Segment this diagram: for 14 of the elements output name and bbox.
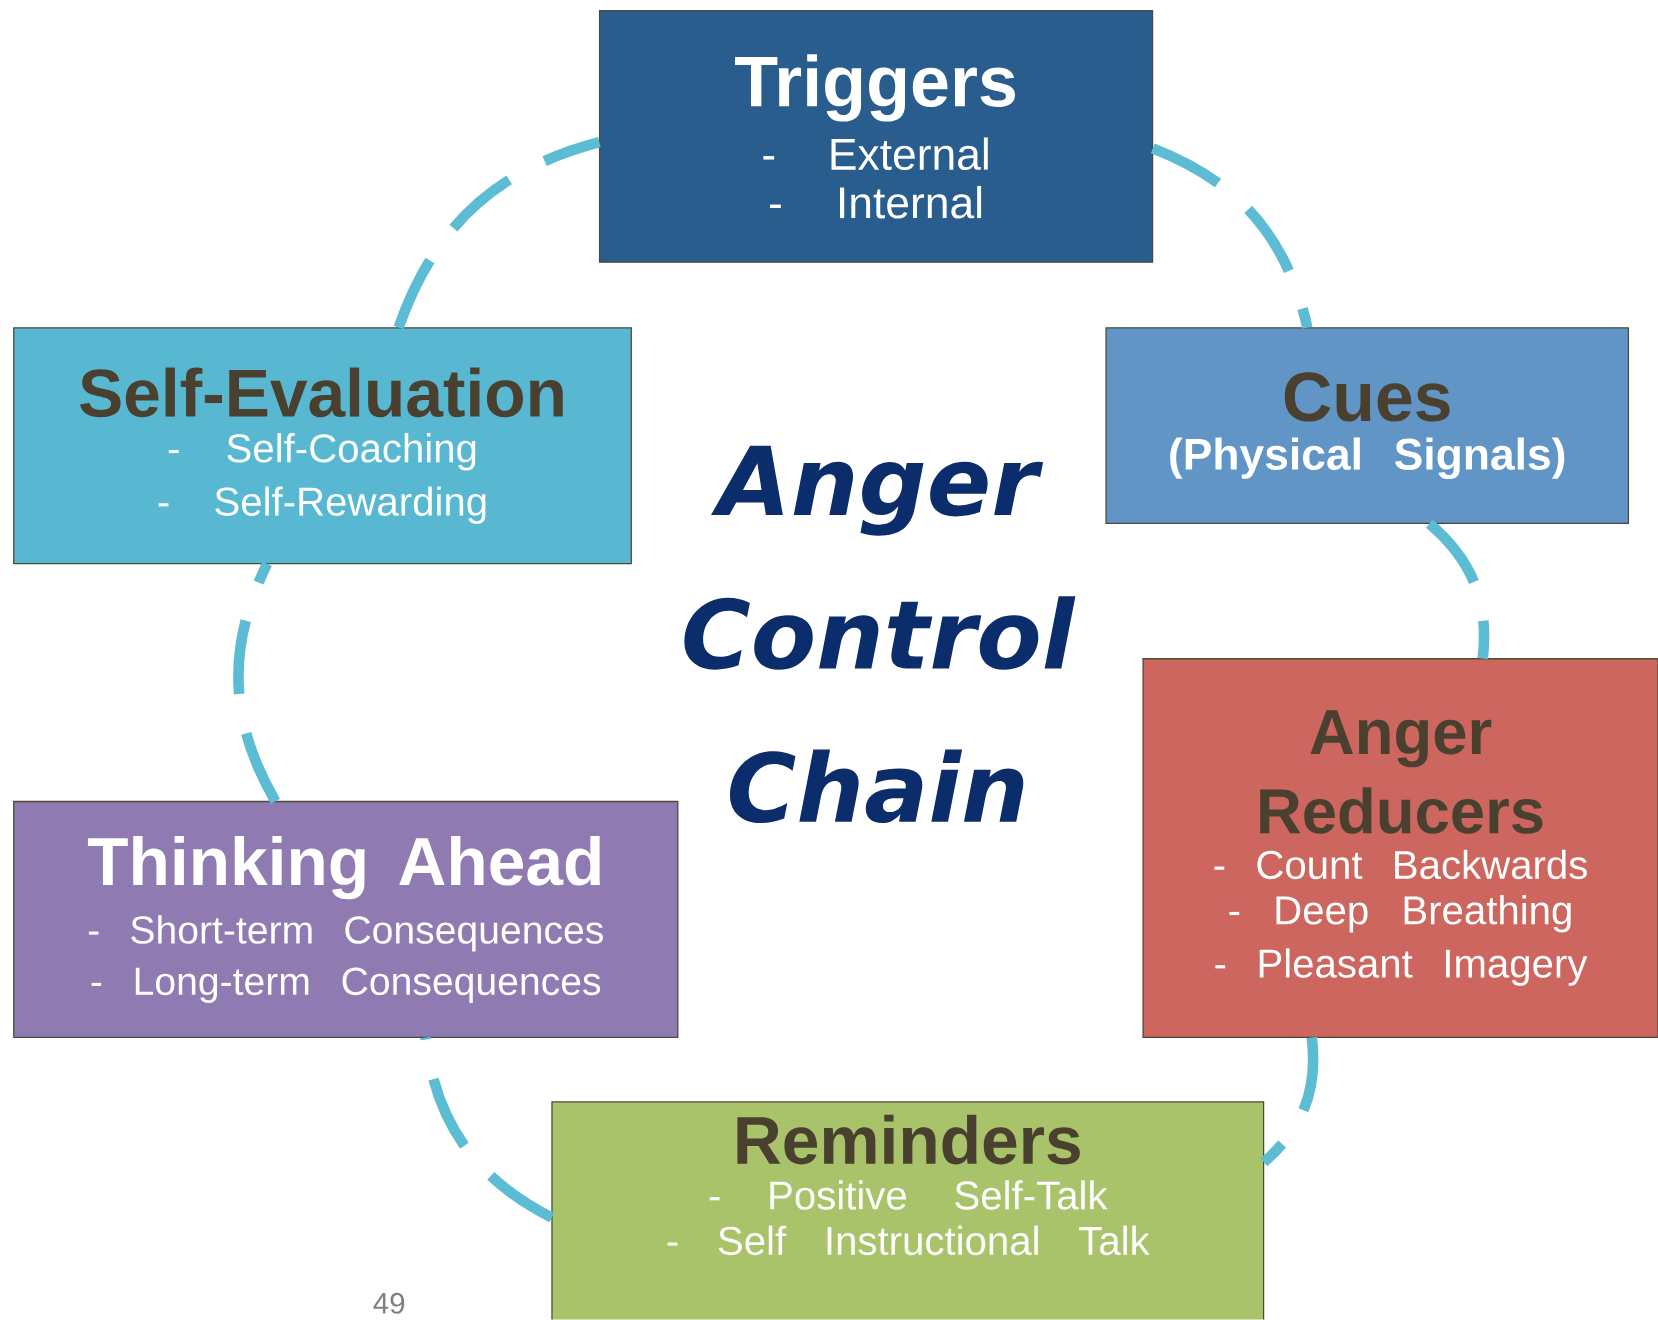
process-box: Anger Reducers - Count Backwards - Deep Breathing - Pleasant Imagery <box>1142 658 1658 1039</box>
process-box: Cues (Physical Signals) <box>1105 327 1630 525</box>
connector-arc <box>420 1036 555 1223</box>
connector-arc <box>1260 1037 1319 1167</box>
title: Anger Control Chain <box>684 445 1076 824</box>
connector-arc <box>393 137 601 330</box>
process-box: Thinking Ahead - Short-term Consequences - Long-term Consequences <box>13 801 679 1039</box>
process-box: Reminders - Positive Self-Talk - Self Instructional Talk <box>551 1101 1265 1320</box>
page-number: 49 <box>373 1293 405 1314</box>
process-box: Triggers - External - Internal <box>598 10 1154 264</box>
connector-arc <box>233 561 281 804</box>
connector-arc <box>1425 519 1490 660</box>
process-box: Self-Evaluation - Self-Coaching - Self-Rewarding <box>13 327 632 565</box>
connector-arc <box>1150 143 1313 330</box>
